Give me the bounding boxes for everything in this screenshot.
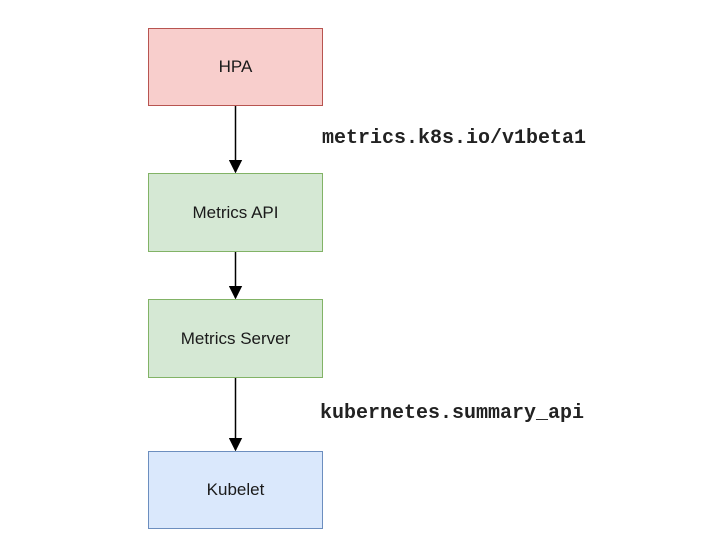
node-kubelet: Kubelet [148, 451, 323, 529]
edge-label-summary-api: kubernetes.summary_api [320, 402, 585, 425]
node-metrics-api-label: Metrics API [192, 202, 279, 222]
node-hpa: HPA [148, 28, 323, 106]
node-metrics-server-label: Metrics Server [180, 328, 291, 348]
node-metrics-server: Metrics Server [148, 299, 323, 378]
node-hpa-label: HPA [218, 57, 253, 76]
node-metrics-api: Metrics API [148, 173, 323, 252]
node-kubelet-label: Kubelet [206, 480, 265, 499]
edge-label-metrics-api-path: metrics.k8s.io/v1beta1 [322, 127, 587, 150]
